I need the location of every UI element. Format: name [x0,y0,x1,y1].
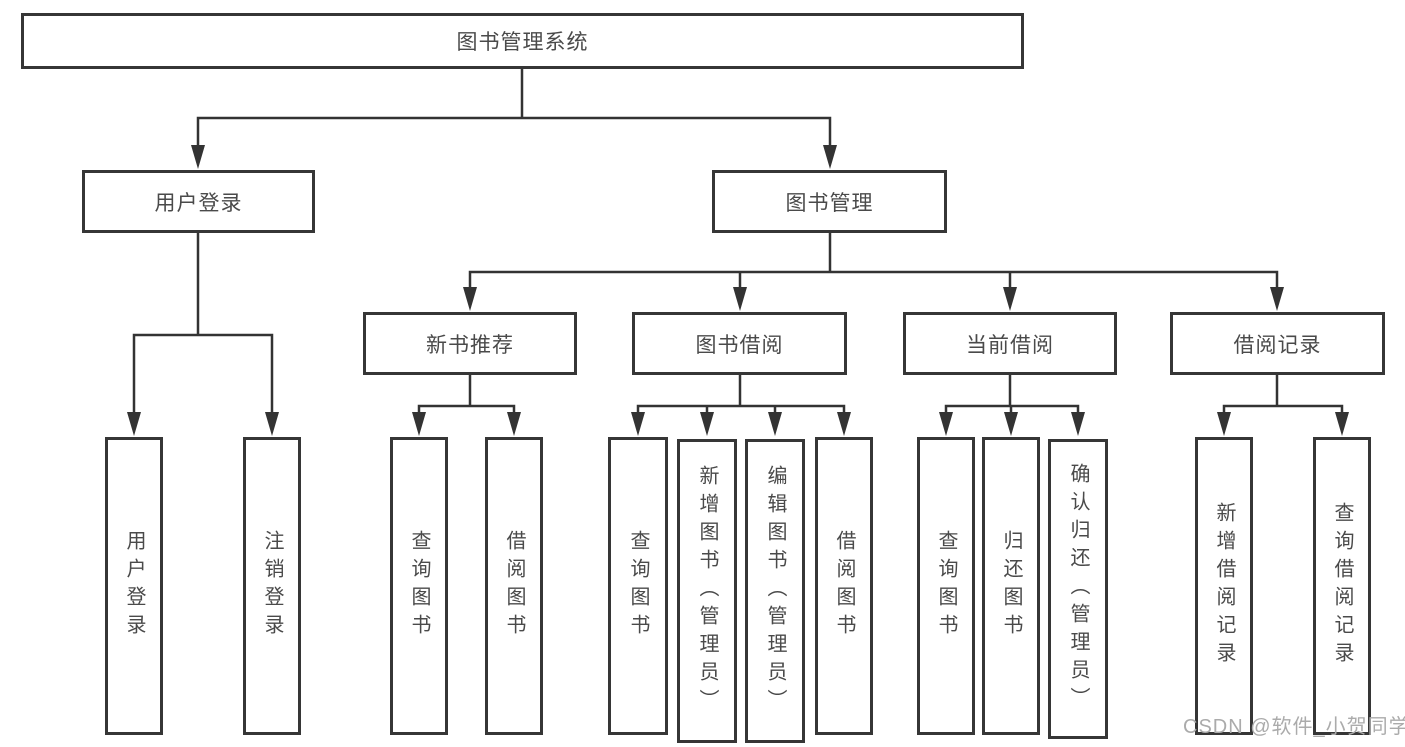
node-confirm-return-admin: 确认归还（管理员） [1048,439,1108,739]
connector-user-login-to-children [127,231,279,436]
connector-borrow-records-to-children [1217,373,1349,436]
node-new-book-recommend: 新书推荐 [363,312,577,375]
node-logout: 注销登录 [243,437,301,735]
node-query-books-borrowing: 查询图书 [608,437,668,735]
node-book-borrowing: 图书借阅 [632,312,847,375]
node-root: 图书管理系统 [21,13,1024,69]
connector-current-borrowing-to-children [939,373,1085,436]
node-add-book-admin: 新增图书（管理员） [677,439,737,743]
csdn-watermark: CSDN @软件_小贺同学 [1183,716,1405,738]
node-borrow-books-borrowing: 借阅图书 [815,437,873,735]
connector-new-book-recommend-to-children [412,373,521,436]
node-book-management: 图书管理 [712,170,947,233]
connector-root-to-level2 [191,67,837,169]
node-query-books-current: 查询图书 [917,437,975,735]
node-user-login-action: 用户登录 [105,437,163,735]
node-query-books-recommend: 查询图书 [390,437,448,735]
node-add-borrow-record: 新增借阅记录 [1195,437,1253,735]
node-borrow-records: 借阅记录 [1170,312,1385,375]
node-return-books: 归还图书 [982,437,1040,735]
connector-book-management-to-children [463,231,1284,311]
connector-book-borrowing-to-children [631,373,851,436]
node-edit-book-admin: 编辑图书（管理员） [745,439,805,743]
node-user-login: 用户登录 [82,170,315,233]
node-borrow-books-recommend: 借阅图书 [485,437,543,735]
node-current-borrowing: 当前借阅 [903,312,1117,375]
node-query-borrow-record: 查询借阅记录 [1313,437,1371,735]
